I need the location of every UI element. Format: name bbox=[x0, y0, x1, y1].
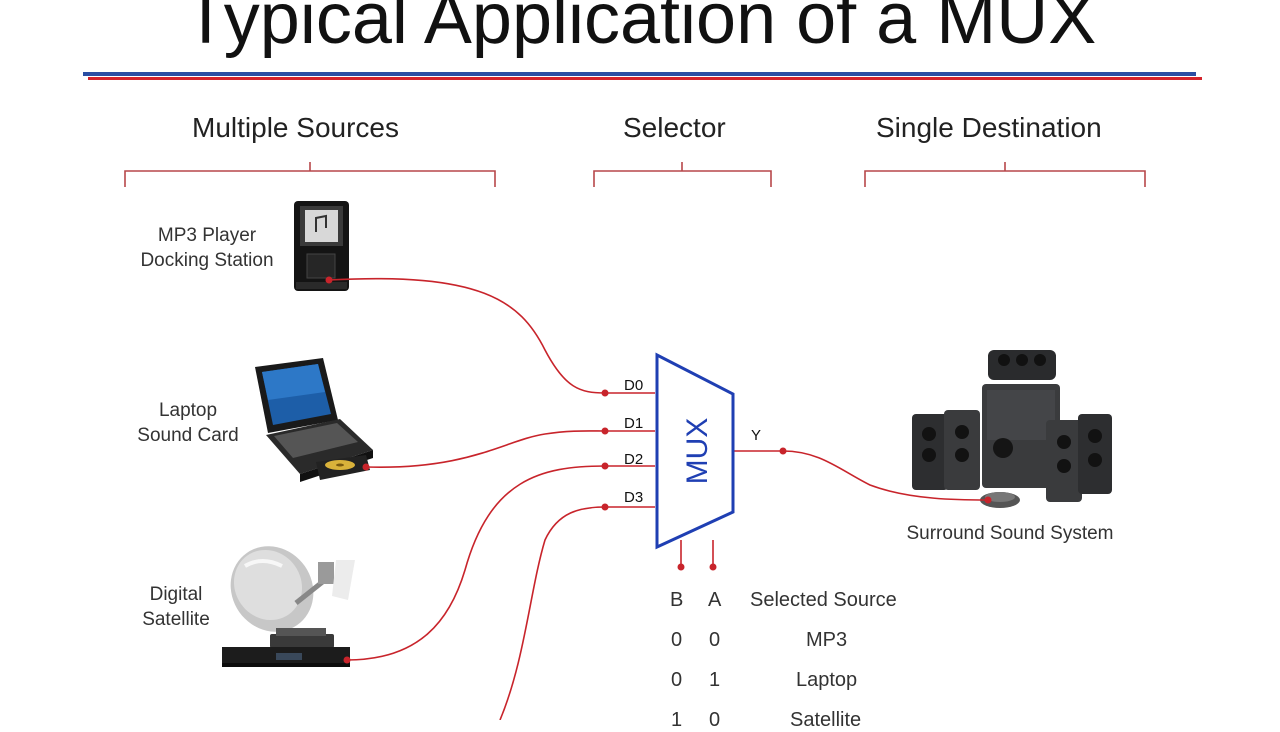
node-laptop bbox=[362, 463, 370, 471]
surround-speakers-icon bbox=[912, 350, 1112, 508]
laptop-icon bbox=[255, 358, 373, 482]
pin-d2: D2 bbox=[624, 451, 643, 468]
label-speakers: Surround Sound System bbox=[906, 523, 1114, 544]
pin-d1: D1 bbox=[624, 415, 643, 432]
node-d2 bbox=[601, 462, 609, 470]
label-satellite-line1: Digital bbox=[149, 584, 203, 605]
section-sources-title: Multiple Sources bbox=[192, 112, 399, 143]
node-d1 bbox=[601, 427, 609, 435]
bracket-selector bbox=[593, 162, 772, 187]
label-satellite-line2: Satellite bbox=[142, 609, 210, 630]
node-d0 bbox=[601, 389, 609, 397]
node-speakers bbox=[984, 496, 992, 504]
label-laptop: Laptop Sound Card bbox=[126, 398, 250, 448]
title-rule-blue bbox=[83, 72, 1196, 76]
slide-title: Typical Application of a MUX bbox=[183, 0, 1097, 59]
label-laptop-line1: Laptop bbox=[158, 400, 218, 421]
node-select-b bbox=[677, 563, 685, 571]
label-laptop-line2: Sound Card bbox=[137, 425, 239, 446]
node-d3 bbox=[601, 503, 609, 511]
tt-header-source: Selected Source bbox=[750, 589, 897, 611]
pin-d3: D3 bbox=[624, 489, 643, 506]
title-rule-red bbox=[88, 77, 1202, 80]
tt-row1-a: 0 bbox=[709, 629, 721, 651]
wire-laptop-d1 bbox=[365, 430, 655, 468]
tt-row3-b: 1 bbox=[671, 709, 683, 731]
mp3-player-icon bbox=[294, 201, 349, 291]
wire-satellite-d2 bbox=[346, 465, 655, 661]
node-select-a bbox=[709, 563, 717, 571]
node-mp3 bbox=[325, 276, 333, 284]
satellite-dish-icon bbox=[222, 546, 355, 667]
wire-mp3-d0 bbox=[328, 277, 655, 394]
mux-label: MUX bbox=[681, 418, 714, 485]
tt-header-b: B bbox=[670, 589, 684, 611]
label-mp3: MP3 Player Docking Station bbox=[130, 223, 284, 273]
node-y bbox=[779, 447, 787, 455]
pin-d0: D0 bbox=[624, 377, 643, 394]
tt-row2-source: Laptop bbox=[796, 669, 858, 691]
label-mp3-line1: MP3 Player bbox=[157, 225, 257, 246]
section-destination-title: Single Destination bbox=[876, 112, 1102, 143]
wire-y-speakers bbox=[733, 450, 989, 501]
tt-row1-source: MP3 bbox=[806, 629, 848, 651]
tt-header-a: A bbox=[708, 589, 722, 611]
bracket-sources bbox=[124, 162, 496, 187]
node-satellite bbox=[343, 656, 351, 664]
section-selector-title: Selector bbox=[623, 112, 726, 143]
pin-y: Y bbox=[751, 427, 761, 444]
label-satellite: Digital Satellite bbox=[126, 582, 226, 632]
tt-row1-b: 0 bbox=[671, 629, 683, 651]
label-mp3-line2: Docking Station bbox=[140, 250, 274, 271]
tt-row2-b: 0 bbox=[671, 669, 683, 691]
bracket-destination bbox=[864, 162, 1146, 187]
tt-row3-a: 0 bbox=[709, 709, 721, 731]
tt-row2-a: 1 bbox=[709, 669, 721, 691]
mux-block bbox=[655, 352, 735, 550]
tt-row3-source: Satellite bbox=[790, 709, 862, 731]
wire-d3-offpage bbox=[499, 506, 655, 720]
